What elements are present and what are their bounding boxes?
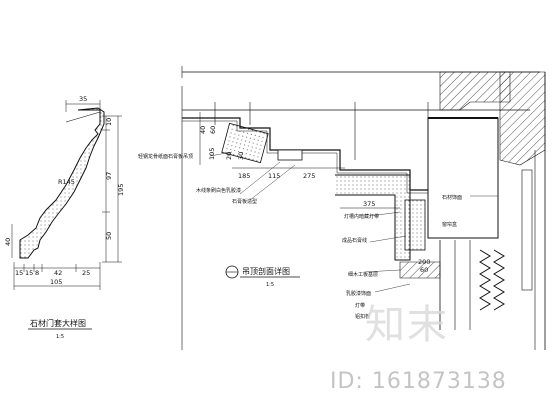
- sdim-h-5: 200: [418, 258, 430, 266]
- dim-bottom-3: 8: [35, 269, 39, 277]
- dim-total: 105: [50, 278, 62, 286]
- section-title: 吊顶剖面详图: [242, 266, 290, 276]
- note-7: 乳胶漆饰面: [346, 290, 371, 297]
- sdim-h-4: 375: [363, 200, 375, 208]
- sdim-h-1: 185: [238, 172, 250, 180]
- watermark-id: ID: 161873138: [330, 369, 507, 394]
- leader-notes: 轻钢龙骨纸面石膏板吊顶 木线条刷白色乳胶漆 石膏板造型 灯槽内暗藏灯带 成品石膏…: [138, 151, 498, 320]
- section-scale: 1:5: [266, 282, 274, 288]
- note-11: 窗帘盒: [442, 221, 457, 228]
- profile-title: 石材门套大样图: [30, 318, 86, 328]
- watermark-brand: 知末: [365, 302, 449, 348]
- note-9: 铝扣板: [355, 313, 370, 320]
- note-3: 石膏板造型: [232, 198, 257, 205]
- section-detail: 40 60 105 20 30 185 115 275 375 200 60 轻…: [138, 66, 546, 350]
- note-8: 灯带: [355, 302, 365, 309]
- sdim-v-5: 30: [237, 152, 245, 160]
- sdim-h-3: 275: [303, 172, 315, 180]
- note-1: 轻钢龙骨纸面石膏板吊顶: [138, 153, 193, 160]
- profile-scale: 1:5: [56, 334, 64, 340]
- radius-label: R145: [58, 178, 75, 186]
- dim-bottom-1: 15: [15, 269, 23, 277]
- watermark: 知末 ID: 161873138: [330, 302, 507, 394]
- sdim-v-1: 40: [199, 126, 207, 134]
- dim-right-2: 97: [105, 172, 113, 180]
- note-4: 灯槽内暗藏灯带: [344, 213, 379, 220]
- dim-right-4: 50: [105, 232, 113, 240]
- dim-bottom-2: 15: [25, 269, 33, 277]
- note-10: 石材饰面: [442, 194, 462, 201]
- note-6: 细木工板基层: [348, 271, 378, 278]
- profile-outline: [19, 107, 105, 259]
- dim-left: 40: [4, 238, 12, 246]
- note-5: 成品石膏线: [342, 237, 367, 244]
- sdim-v-3: 105: [208, 148, 216, 160]
- note-2: 木线条刷白色乳胶漆: [196, 187, 241, 194]
- sdim-v-4: 20: [225, 152, 233, 160]
- dim-top: 35: [79, 95, 87, 103]
- dim-right-1: 10: [105, 118, 113, 126]
- dim-right-3: 195: [117, 184, 125, 196]
- dim-bottom-4: 42: [54, 269, 62, 277]
- sdim-v-2: 60: [209, 126, 217, 134]
- sdim-h-2: 115: [268, 172, 280, 180]
- profile-detail: 35 10 97 195 50 40 R145 15 15 8 42 25 10…: [4, 95, 125, 340]
- sdim-h-6: 60: [420, 266, 428, 274]
- dim-bottom-5: 25: [82, 269, 90, 277]
